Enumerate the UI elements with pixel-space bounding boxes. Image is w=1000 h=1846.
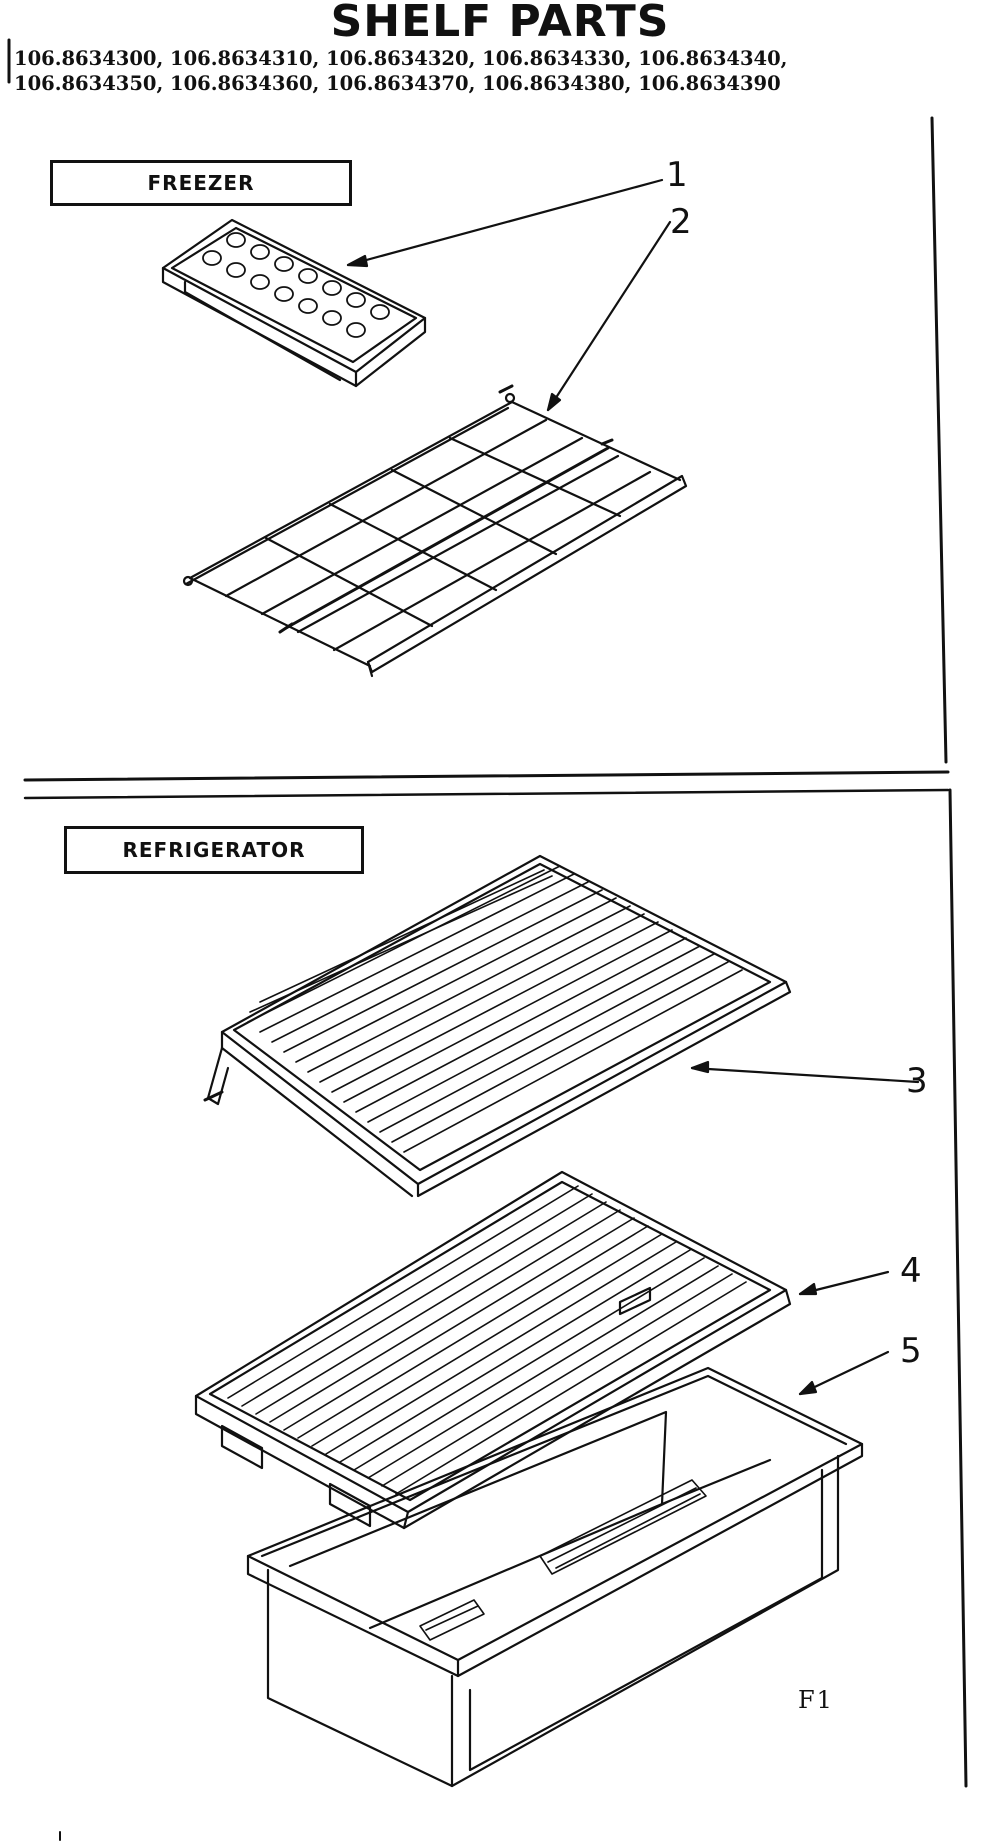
leader-arrow-1 (346, 254, 369, 268)
model-numbers-line-2: 106.8634350, 106.8634360, 106.8634370, 1… (14, 72, 781, 95)
crisper-pan-part (246, 1366, 864, 1788)
callout-4: 4 (900, 1251, 922, 1291)
model-number-list: 106.8634300, 106.8634310, 106.8634320, 1… (14, 46, 994, 96)
leader-line-2 (546, 220, 672, 412)
freezer-panel-right-border (930, 116, 948, 764)
callout-2: 2 (670, 202, 692, 242)
model-numbers-line-1: 106.8634300, 106.8634310, 106.8634320, 1… (14, 47, 788, 70)
ice-cube-tray-part (161, 218, 427, 388)
freezer-wire-shelf-part (182, 384, 688, 678)
section-divider-bottom (23, 788, 950, 800)
callout-3: 3 (906, 1061, 928, 1101)
leader-arrow-3 (690, 1060, 710, 1074)
callout-5: 5 (900, 1331, 922, 1371)
section-divider-top (23, 770, 950, 782)
crisper-cover-part (194, 1170, 792, 1530)
refrigerator-section-label: REFRIGERATOR (64, 826, 364, 874)
callout-1: 1 (666, 155, 688, 195)
leader-arrow-5 (798, 1380, 818, 1396)
cover-ribs (227, 1185, 747, 1495)
shelf-ribs (247, 865, 743, 1153)
humidity-vent-louvre (419, 1479, 707, 1641)
figure-id: F1 (798, 1686, 834, 1714)
refrigerator-panel-right-border (948, 788, 968, 1788)
freezer-section-label: FREEZER (50, 160, 352, 206)
leader-line-1 (346, 178, 664, 267)
page-title: SHELF PARTS (330, 0, 670, 47)
leader-arrow-2 (546, 392, 562, 412)
refrigerator-wire-shelf-part (203, 854, 792, 1198)
ice-cube-cells (202, 232, 390, 338)
leader-arrow-4 (798, 1282, 818, 1296)
leader-line-3 (690, 1066, 920, 1084)
